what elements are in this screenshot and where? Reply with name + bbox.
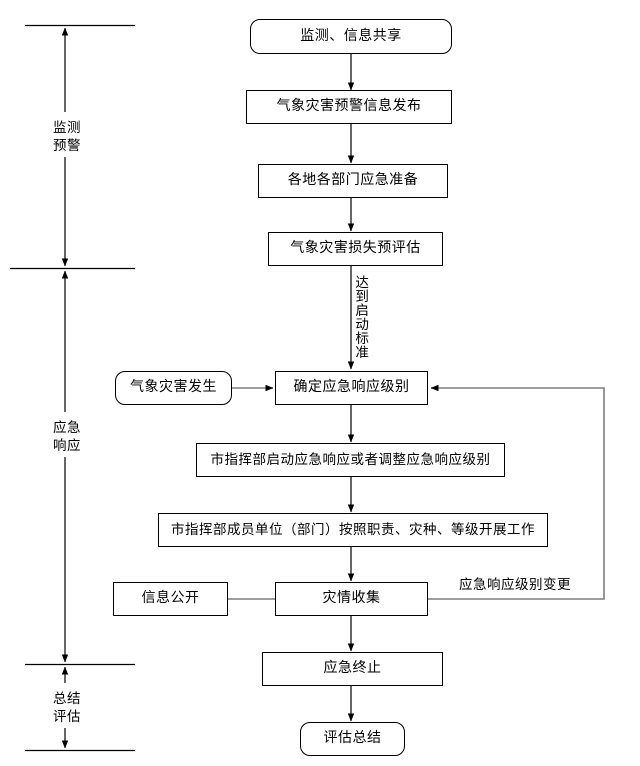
edge-label-trigger-standard: 达到启动标准: [352, 275, 369, 359]
node-monitor-share-label: 监测、信息共享: [300, 27, 402, 44]
phase-label-response-line1: 应急: [53, 420, 81, 436]
edge-label-level-change: 应急响应级别变更: [459, 573, 571, 593]
node-emergency-end-label: 应急终止: [323, 660, 382, 677]
node-emergency-end[interactable]: 应急终止: [262, 652, 443, 686]
node-monitor-share[interactable]: 监测、信息共享: [250, 19, 452, 54]
node-warning-release[interactable]: 气象灾害预警信息发布: [246, 90, 452, 124]
node-warning-release-label: 气象灾害预警信息发布: [276, 98, 422, 115]
node-city-hq-start[interactable]: 市指挥部启动应急响应或者调整应急响应级别: [196, 443, 505, 477]
node-determine-level[interactable]: 确定应急响应级别: [275, 371, 428, 405]
node-city-hq-start-label: 市指挥部启动应急响应或者调整应急响应级别: [210, 451, 491, 468]
node-member-units-work[interactable]: 市指挥部成员单位（部门）按照职责、灾种、等级开展工作: [158, 513, 548, 547]
node-disaster-occurs[interactable]: 气象灾害发生: [115, 371, 232, 405]
node-assess-summary[interactable]: 评估总结: [300, 722, 405, 756]
node-dept-prepare[interactable]: 各地各部门应急准备: [258, 164, 448, 198]
node-disaster-collect-label: 灾情收集: [322, 590, 381, 607]
node-info-public-label: 信息公开: [141, 590, 200, 607]
node-assess-summary-label: 评估总结: [323, 730, 382, 747]
node-loss-preassess-label: 气象灾害损失预评估: [290, 240, 421, 257]
node-info-public[interactable]: 信息公开: [113, 582, 228, 616]
node-member-units-work-label: 市指挥部成员单位（部门）按照职责、灾种、等级开展工作: [171, 521, 535, 538]
phase-label-response: 应急 响应: [44, 417, 90, 458]
phase-label-response-line2: 响应: [53, 438, 81, 455]
feedback-loop-level-change: [428, 384, 605, 600]
node-dept-prepare-label: 各地各部门应急准备: [287, 172, 419, 189]
phase-label-monitoring-line1: 监测: [53, 120, 81, 136]
node-disaster-collect[interactable]: 灾情收集: [275, 582, 428, 616]
node-disaster-occurs-label: 气象灾害发生: [130, 379, 217, 396]
phase-label-summary-line1: 总结: [53, 691, 81, 707]
phase-label-summary-line2: 评估: [53, 709, 81, 726]
phase-label-monitoring: 监测 预警: [44, 117, 90, 158]
phase-label-monitoring-line2: 预警: [53, 138, 81, 155]
node-determine-level-label: 确定应急响应级别: [293, 379, 410, 396]
node-loss-preassess[interactable]: 气象灾害损失预评估: [268, 232, 443, 266]
phase-label-summary: 总结 评估: [44, 688, 90, 729]
